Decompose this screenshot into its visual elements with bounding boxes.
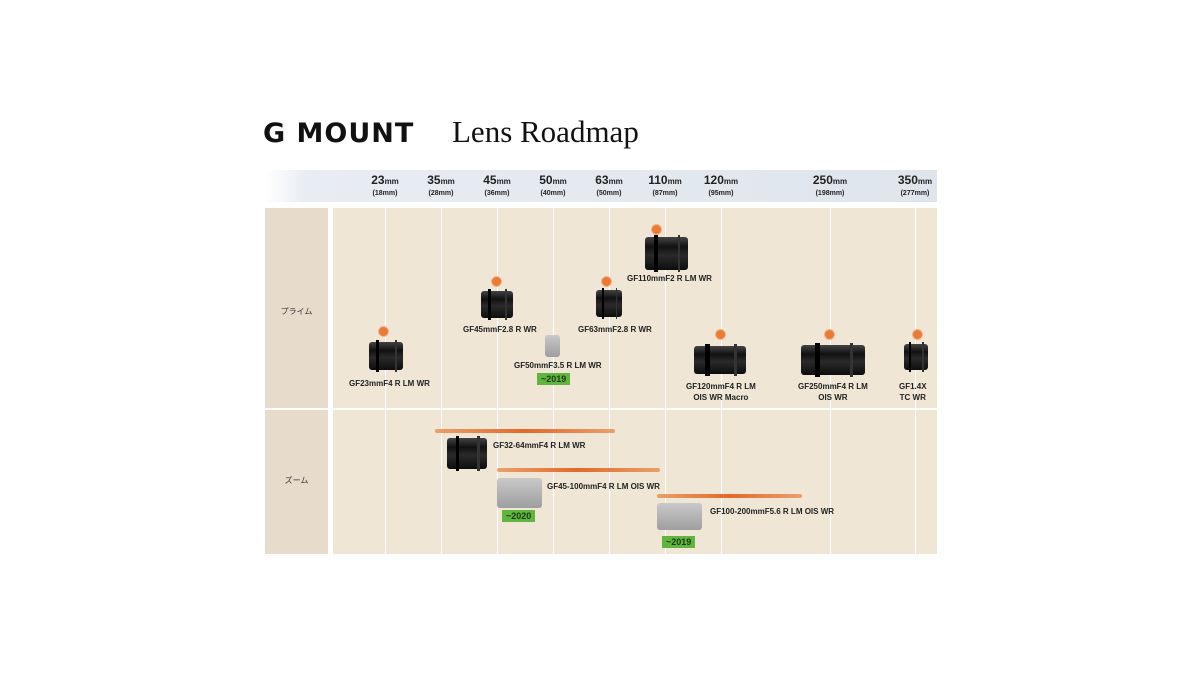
gf250-lens-image	[801, 343, 865, 377]
grid-vline	[830, 208, 831, 554]
gf14x-name-line1: GF1.4X	[899, 382, 927, 391]
gf23-name: GF23mmF4 R LM WR	[349, 379, 430, 388]
focal-length-value: 120mm	[703, 173, 739, 187]
grid-vline	[665, 208, 666, 554]
release-dot	[651, 224, 662, 235]
gf250-name-line2: OIS WR	[818, 393, 848, 402]
focal-length-equivalent: (28mm)	[428, 190, 454, 197]
focal-length-250: 250mm (198mm)	[802, 173, 858, 198]
focal-length-equivalent: (277mm)	[900, 190, 930, 197]
title-text: Lens Roadmap	[452, 114, 639, 149]
gf50-name: GF50mmF3.5 R LM WR	[514, 361, 602, 370]
category-prime: プライム	[280, 307, 313, 316]
gf100200-name: GF100-200mmF5.6 R LM OIS WR	[710, 507, 835, 516]
gf50-year-badge: ~2019	[537, 373, 571, 385]
gf120-lens-image	[694, 344, 746, 376]
gf63-lens-image	[596, 288, 622, 319]
zoom-label-cell	[265, 410, 328, 554]
release-dot	[378, 326, 389, 337]
release-dot	[491, 276, 502, 287]
gf45100-name: GF45-100mmF4 R LM OIS WR	[547, 482, 660, 491]
gf3264-lens-image	[447, 436, 487, 471]
grid-vline	[609, 208, 610, 554]
focal-length-35: 35mm (28mm)	[413, 173, 469, 198]
focal-length-value: 63mm	[595, 173, 623, 187]
focal-length-value: 350mm	[897, 173, 933, 187]
grid-vline	[915, 208, 916, 554]
gf14x-name: GF1.4X TC WR	[899, 381, 927, 403]
release-dot	[601, 276, 612, 287]
release-dot	[912, 329, 923, 340]
gf45100-lens-placeholder	[497, 478, 542, 508]
gf45100-year-badge: ~2020	[502, 510, 536, 522]
gf45100-range-bar	[497, 468, 660, 472]
focal-length-120: 120mm (95mm)	[693, 173, 749, 198]
focal-length-header	[265, 170, 937, 202]
title-brand: G MOUNT	[263, 118, 415, 149]
grid-vline	[497, 208, 498, 554]
gf100200-year-badge: ~2019	[662, 536, 696, 548]
focal-length-equivalent: (87mm)	[652, 190, 678, 197]
roadmap-grid	[265, 208, 937, 554]
gf45-name: GF45mmF2.8 R WR	[463, 325, 537, 334]
grid-vline	[441, 208, 442, 554]
gf120-name-line1: GF120mmF4 R LM	[686, 382, 756, 391]
category-divider	[265, 408, 937, 410]
focal-length-value: 23mm	[371, 173, 399, 187]
gf250-name-line1: GF250mmF4 R LM	[798, 382, 868, 391]
label-separator	[328, 208, 333, 554]
gf23-lens-image	[369, 340, 403, 372]
focal-length-value: 110mm	[648, 173, 682, 187]
gf45-lens-image	[481, 289, 513, 320]
focal-length-50: 50mm (40mm)	[525, 173, 581, 198]
gf14x-teleconverter-image	[904, 342, 928, 372]
prime-label-cell	[265, 208, 328, 408]
gf120-name-line2: OIS WR Macro	[693, 393, 749, 402]
category-zoom: ズーム	[284, 476, 309, 485]
focal-length-equivalent: (95mm)	[708, 190, 734, 197]
focal-length-value: 45mm	[483, 173, 511, 187]
grid-vline	[385, 208, 386, 554]
focal-length-equivalent: (50mm)	[596, 190, 622, 197]
gf250-name: GF250mmF4 R LM OIS WR	[798, 381, 868, 403]
focal-length-110: 110mm (87mm)	[637, 173, 693, 198]
gf100200-range-bar	[657, 494, 802, 498]
gf3264-range-bar	[435, 429, 615, 433]
focal-length-value: 35mm	[427, 173, 455, 187]
gf50-lens-placeholder	[545, 335, 560, 357]
focal-length-value: 250mm	[812, 173, 848, 187]
gf14x-name-line2: TC WR	[899, 393, 926, 402]
focal-length-350: 350mm (277mm)	[887, 173, 943, 198]
gf120-name: GF120mmF4 R LM OIS WR Macro	[686, 381, 756, 403]
focal-length-23: 23mm (18mm)	[357, 173, 413, 198]
focal-length-63: 63mm (50mm)	[581, 173, 637, 198]
focal-length-equivalent: (18mm)	[372, 190, 398, 197]
release-dot	[715, 329, 726, 340]
focal-length-value: 50mm	[539, 173, 567, 187]
gf63-name: GF63mmF2.8 R WR	[578, 325, 652, 334]
gf110-lens-image	[645, 235, 688, 272]
grid-vline	[721, 208, 722, 554]
focal-length-equivalent: (198mm)	[815, 190, 845, 197]
gf100200-lens-placeholder	[657, 503, 702, 530]
gf110-name: GF110mmF2 R LM WR	[627, 274, 712, 283]
focal-length-equivalent: (36mm)	[484, 190, 510, 197]
focal-length-equivalent: (40mm)	[540, 190, 566, 197]
focal-length-45: 45mm (36mm)	[469, 173, 525, 198]
gf3264-name: GF32-64mmF4 R LM WR	[493, 441, 586, 450]
release-dot	[824, 329, 835, 340]
